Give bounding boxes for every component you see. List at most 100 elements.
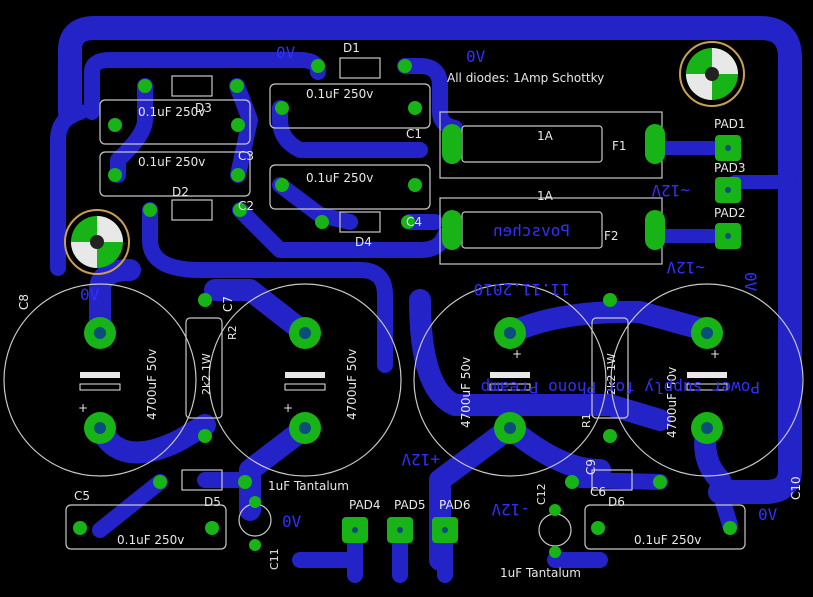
tantalum-2-label: 1uF Tantalum [500, 566, 581, 580]
pad-r1-b [603, 429, 617, 443]
pad1-label: PAD1 [714, 117, 746, 131]
pad-r2-b [198, 429, 212, 443]
c5-label: C5 [74, 489, 90, 503]
pad-d2-k [233, 203, 247, 217]
c2-label: C2 [238, 199, 254, 213]
zero-v-side: 0V [741, 272, 760, 292]
d6-label: D6 [608, 495, 625, 509]
cap-c5-outline [65, 504, 227, 550]
pad-c5-a [73, 521, 87, 535]
diode-d4-body [339, 211, 381, 233]
cap-big-3-outline [413, 283, 607, 477]
cap-big-4-value: 4700uF 50v [665, 367, 679, 438]
plus-big3: + [512, 347, 522, 361]
fuse-f1-label: F1 [612, 139, 627, 153]
diode-d3-body [171, 75, 213, 97]
cap-polarity-marks [79, 372, 728, 391]
c8-label: C8 [17, 294, 31, 310]
cap-small-4-value: 0.1uF 250v [306, 171, 373, 185]
d4-label: D4 [355, 235, 372, 249]
d3-label: D3 [195, 101, 212, 115]
d1-label: D1 [343, 41, 360, 55]
pad-f1-left [442, 124, 462, 164]
cap-c4-outline [269, 164, 431, 210]
cap-c10-outline [610, 283, 804, 477]
plus-c7: + [283, 401, 293, 415]
pad2-label: PAD2 [714, 206, 746, 220]
silkscreen-text: All diodes: 1Amp Schottky 1A 1A F1 F2 PA… [17, 41, 803, 580]
zero-v-right: 0V [466, 47, 486, 66]
cap-small-5-value: 0.1uF 250v [117, 533, 184, 547]
plus12-label: +12V [401, 450, 440, 469]
diode-d2-body [171, 199, 213, 221]
title-mirror: Power supply for Phono Preamp [481, 378, 760, 397]
c9-label: C9 [584, 459, 598, 475]
cap-c7-outline [208, 283, 402, 477]
diode-d1-body [339, 57, 381, 79]
c10-label: C10 [789, 476, 803, 500]
zero-v-left: 0V [80, 285, 100, 304]
pad-c1-b [408, 101, 422, 115]
r1-label: R1 [580, 413, 593, 428]
pad-c2-a [108, 168, 122, 182]
cap-big-2-value: 4700uF 50v [345, 349, 359, 420]
pad-f1-right [645, 124, 665, 164]
c7-label: C7 [221, 296, 235, 312]
diode-d5-body [181, 469, 223, 491]
pad-c4-a [275, 178, 289, 192]
fuse-rating-1: 1A [537, 129, 554, 143]
copper-text: 0V 0V 0V 0V 0V 0V ~12V ~12V Povschen 11.… [80, 43, 778, 531]
pad5-label: PAD5 [394, 498, 426, 512]
pad-c12-b [549, 546, 561, 558]
fuse-f2-label: F2 [604, 229, 619, 243]
pad-c4-b [408, 178, 422, 192]
pad-c11-b [249, 539, 261, 551]
pad-d3-k [230, 79, 244, 93]
cap-small-2-value: 0.1uF 250v [138, 155, 205, 169]
pad-d6-k [653, 475, 667, 489]
cap-c2-outline [99, 151, 251, 197]
pad6-label: PAD6 [439, 498, 471, 512]
cap-c1-outline [269, 83, 431, 129]
pad-d1-a [311, 59, 325, 73]
pad-c3-b [231, 118, 245, 132]
d2-label: D2 [172, 185, 189, 199]
tantalum-1-label: 1uF Tantalum [268, 479, 349, 493]
c4-label: C4 [406, 215, 422, 229]
diode-d6-body [591, 469, 633, 491]
zero-v-bottom-mid: 0V [282, 512, 302, 531]
fuse-rating-2: 1A [537, 189, 554, 203]
pad-c12-a [549, 504, 561, 516]
cap-c8-outline [3, 283, 197, 477]
minus12-a: ~12V [651, 181, 690, 200]
pad-c6-a [591, 521, 605, 535]
plus-c10: + [710, 347, 720, 361]
pad-d5-k [238, 475, 252, 489]
cap-c3-outline [99, 99, 251, 145]
pad-c1-a [275, 101, 289, 115]
pad-r1-a [603, 293, 617, 307]
r2-label: R2 [226, 325, 239, 340]
pad-c2-b [231, 168, 245, 182]
resistor-r1-outline [591, 317, 629, 419]
plus-c8: + [78, 401, 88, 415]
pad-d3-a [138, 79, 152, 93]
pad-r2-a [198, 293, 212, 307]
d5-label: D5 [204, 495, 221, 509]
cap-small-6-value: 0.1uF 250v [634, 533, 701, 547]
mounting-hole-right [679, 41, 745, 107]
pad-d1-k [398, 59, 412, 73]
pad-d6-a [565, 475, 579, 489]
c12-label: C12 [535, 483, 548, 505]
resistor-1-value: 2k2 1W [605, 353, 618, 395]
pad-d4-k [401, 215, 415, 229]
pad-d2-a [143, 203, 157, 217]
pads [73, 59, 741, 558]
author-mirror: Povschen [493, 221, 570, 240]
pad-f2-right [645, 210, 665, 250]
pad-d5-a [153, 475, 167, 489]
c11-label: C11 [268, 548, 281, 570]
cap-c6-outline [584, 504, 746, 550]
c6-label: C6 [590, 485, 606, 499]
